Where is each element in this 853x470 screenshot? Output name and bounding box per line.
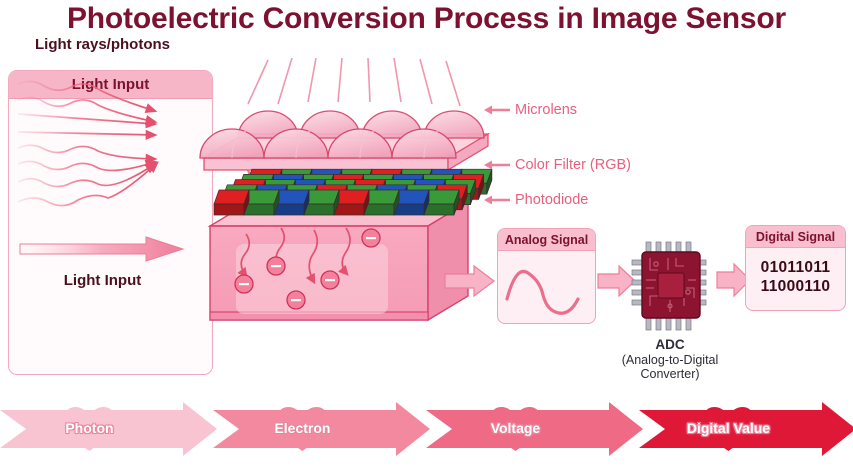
digital-bits-line1: 01011011 — [760, 259, 831, 276]
digital-bits-line2: 11000110 — [760, 278, 831, 295]
flow-step-label-0: Photon — [65, 420, 114, 436]
analog-signal-title: Analog Signal — [498, 229, 595, 251]
light-rays-illustration — [17, 80, 159, 207]
arrow-analog-to-adc — [597, 264, 636, 298]
analog-signal-box: Analog Signal — [497, 228, 596, 324]
color-filter-array — [213, 168, 493, 216]
flow-heart-3 — [703, 407, 754, 451]
flow-heart-0 — [64, 407, 115, 451]
callout-photodiode: Photodiode — [515, 192, 589, 208]
flow-step-label-2: Voltage — [490, 420, 541, 436]
image-sensor-stack — [199, 58, 493, 322]
light-input-footer-label: Light Input — [63, 272, 142, 289]
electron-group — [234, 228, 381, 310]
adc-caption: ADC (Analog-to-Digital Converter) — [605, 337, 735, 382]
microlens-callout-arrow — [484, 105, 510, 115]
adc-caption-line2: Converter) — [640, 367, 700, 381]
callout-microlens: Microlens — [515, 102, 578, 118]
light-rays-label: Light rays/photons — [35, 36, 170, 53]
flow-heart-1 — [277, 407, 328, 451]
page-title: Photoelectric Conversion Process in Imag… — [67, 2, 786, 35]
color-filter-callout-arrow — [484, 160, 510, 170]
adc-caption-line1: (Analog-to-Digital — [621, 352, 719, 367]
digital-signal-box: Digital Signal 01011011 11000110 — [745, 225, 846, 311]
arrow-sensor-to-analog — [444, 264, 495, 298]
flow-heart-2 — [490, 407, 541, 451]
flow-step-label-1: Electron — [274, 420, 331, 436]
arrow-adc-to-digital — [716, 262, 751, 298]
adc-name: ADC — [655, 337, 685, 352]
adc-chip — [631, 241, 707, 331]
sine-wave-icon — [505, 270, 580, 315]
process-flow-bar — [0, 402, 853, 456]
flow-step-label-3: Digital Value — [686, 420, 771, 436]
digital-bits: 01011011 11000110 — [746, 248, 845, 296]
callout-color-filter: Color Filter (RGB) — [515, 157, 632, 173]
light-input-direction-arrow — [18, 235, 188, 268]
photodiode-callout-arrow — [484, 195, 510, 205]
digital-signal-title: Digital Signal — [746, 226, 845, 248]
